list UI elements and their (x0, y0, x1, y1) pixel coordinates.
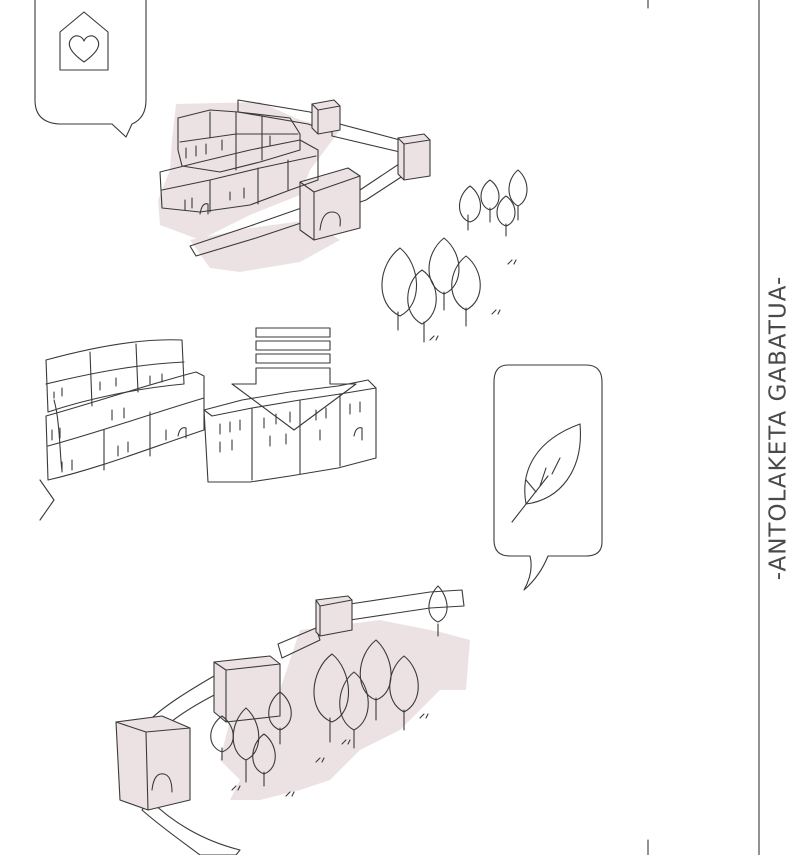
vertical-title-text: -ANTOLAKETA GABATUA- (766, 275, 792, 580)
house-heart-bubble (35, 0, 146, 137)
down-arrow-icon (232, 328, 356, 430)
trees-top (382, 170, 527, 342)
leaf-icon (512, 424, 580, 522)
leaf-bubble (494, 365, 602, 590)
town-bottom (40, 340, 470, 855)
old-town-top (158, 100, 430, 272)
vertical-title: -ANTOLAKETA GABATUA- (760, 0, 797, 855)
